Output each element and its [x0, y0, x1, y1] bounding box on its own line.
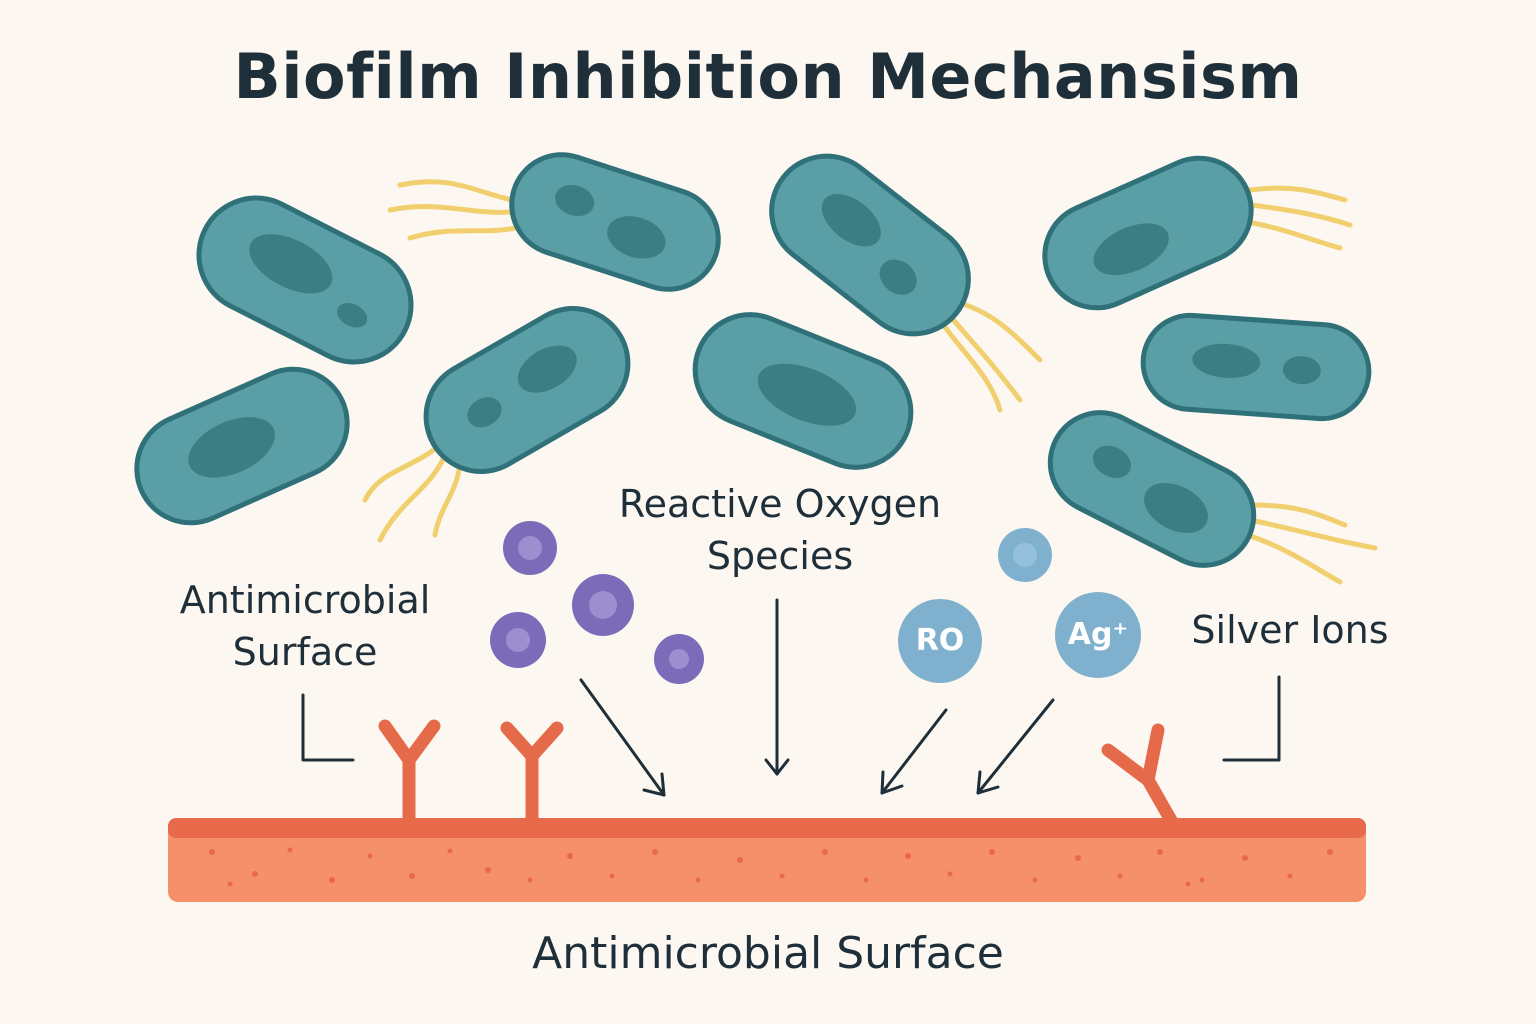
bacterium — [1042, 155, 1254, 311]
antimicrobial-surface-label-bottom: Antimicrobial Surface — [532, 928, 1004, 979]
bacterium — [1047, 410, 1257, 568]
label-line: Surface — [232, 630, 378, 674]
bacterium — [692, 312, 914, 470]
flagellum — [1249, 202, 1353, 228]
flagellum — [1245, 219, 1343, 251]
flagellum — [1247, 185, 1348, 203]
bacterium — [769, 153, 971, 337]
ion-particle-small — [998, 528, 1052, 582]
page-title: Biofilm Inhibition Mechansism — [233, 40, 1303, 113]
ag-ion-circle — [1055, 592, 1141, 678]
receptor — [378, 719, 441, 829]
ro-ion-circle — [898, 599, 982, 683]
antimicrobial-surface-slab — [168, 818, 1366, 902]
label-line: Antimicrobial — [179, 578, 431, 622]
bacterium — [1140, 312, 1372, 422]
bacterium — [196, 195, 414, 365]
ro-ion-label: RO — [915, 623, 965, 658]
flagellum — [362, 442, 443, 503]
bacteria-group — [134, 152, 1372, 568]
flagellum — [397, 179, 515, 203]
ros-particle — [490, 612, 546, 668]
antimicrobial-surface-label-left: Antimicrobial Surface — [140, 574, 470, 678]
bacterium — [423, 306, 631, 474]
surface-texture — [209, 847, 1333, 887]
ion-particles — [898, 528, 1141, 683]
flagellum — [1247, 517, 1378, 551]
arrow — [880, 708, 948, 795]
label-line: Reactive Oxygen — [618, 482, 942, 526]
arrow — [764, 598, 790, 776]
flagellum — [937, 317, 1003, 413]
ros-particle — [503, 521, 557, 575]
arrow — [579, 678, 666, 797]
arrows — [301, 598, 1281, 797]
flagellum — [377, 452, 448, 543]
bacterium — [509, 152, 721, 292]
callout-bracket-right — [1222, 675, 1281, 762]
flagellum — [387, 204, 515, 215]
reactive-oxygen-species-label: Reactive Oxygen Species — [560, 478, 1000, 582]
flagellum — [942, 307, 1023, 403]
receptors — [378, 719, 1179, 829]
receptor — [1101, 723, 1179, 829]
label-line: Species — [706, 534, 854, 578]
flagellum — [407, 225, 518, 241]
receptor — [500, 721, 564, 829]
arrow — [976, 698, 1055, 795]
ros-particle — [572, 574, 634, 636]
ros-particles — [490, 521, 704, 684]
flagellum — [1245, 532, 1343, 585]
silver-ions-label: Silver Ions — [1191, 608, 1389, 652]
ag-ion-label: Ag⁺ — [1067, 617, 1129, 652]
bacterium — [134, 366, 350, 526]
callout-bracket-left — [301, 693, 355, 762]
flagellum — [1249, 502, 1348, 528]
ros-particle — [654, 634, 704, 684]
